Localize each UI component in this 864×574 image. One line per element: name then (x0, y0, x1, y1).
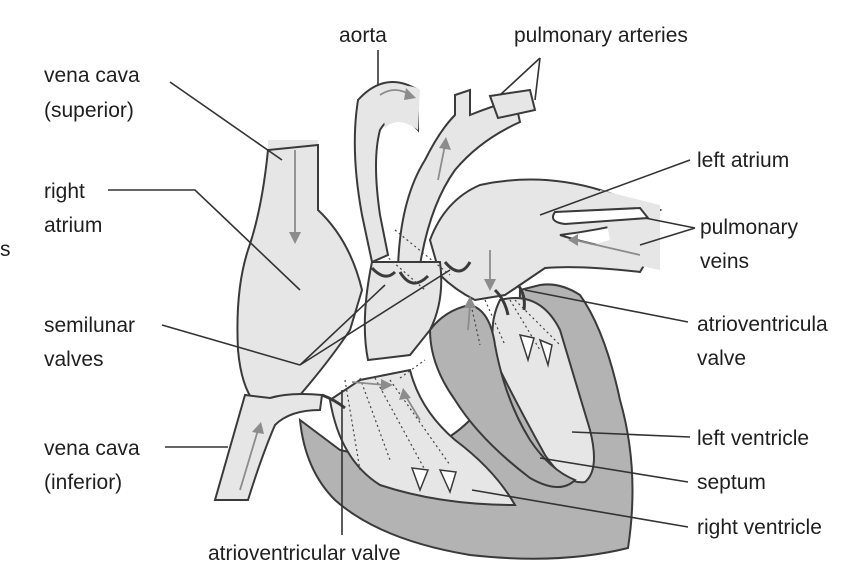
label-av-valve-left-line2: valve (697, 347, 746, 370)
leader-septum (539, 457, 689, 483)
leader-pulmonary-arteries-2 (534, 57, 541, 101)
leader-semilunar-1 (161, 324, 301, 366)
label-vena-cava-inferior-line1: vena cava (44, 437, 140, 460)
leader-pulmonary-veins-1 (644, 217, 696, 229)
label-av-valve-right: atrioventricular valve (208, 542, 401, 565)
leader-right-atrium (108, 189, 301, 291)
inferior-vena-cava (213, 393, 324, 501)
label-edge-fragment: s (0, 238, 11, 261)
left-av-valve-flap-2 (516, 284, 526, 311)
label-pulmonary-veins-line1: pulmonary (700, 216, 799, 239)
label-av-valve-left-line1: atrioventricula (697, 313, 828, 336)
label-aorta: aorta (339, 24, 387, 47)
leader-left-ventricle (571, 431, 691, 438)
labels: aorta pulmonary arteries vena cava (supe… (0, 24, 828, 565)
semilunar-valve-cusp-3 (443, 261, 472, 273)
pulmonary-artery-branches (488, 88, 537, 120)
leader-pulmonary-veins-2 (639, 227, 696, 246)
label-semilunar-line2: valves (44, 348, 104, 371)
leader-av-valve-left (524, 289, 689, 323)
semilunar-valve-cusp-2 (398, 271, 430, 285)
leader-semilunar-2 (299, 284, 386, 366)
chordae-tendineae (344, 229, 561, 471)
label-right-atrium-line1: right (44, 180, 85, 203)
pulmonary-vein-upper-wall (552, 206, 650, 226)
septum-wall (428, 303, 577, 488)
label-septum: septum (697, 471, 766, 494)
label-right-ventricle: right ventricle (697, 516, 822, 539)
right-av-valve-flap (321, 393, 346, 410)
leader-left-atrium (539, 159, 691, 216)
right-atrium-chamber (236, 143, 364, 412)
leader-vena-cava-superior (169, 81, 283, 161)
right-ventricle-lumen (328, 368, 517, 507)
label-vena-cava-superior-line2: (superior) (44, 99, 134, 122)
leader-pulmonary-arteries-1 (499, 57, 541, 96)
leader-lines (108, 50, 696, 535)
label-vena-cava-inferior-line2: (inferior) (44, 471, 122, 494)
heart-illustration (213, 81, 663, 560)
papillary-muscles (410, 333, 553, 495)
leader-right-ventricle (471, 489, 689, 528)
label-vena-cava-superior-line1: vena cava (44, 64, 140, 87)
leader-semilunar-3 (299, 269, 451, 366)
label-pulmonary-veins-line2: veins (700, 250, 749, 273)
label-right-atrium-line2: atrium (44, 214, 102, 237)
label-pulmonary-arteries: pulmonary arteries (514, 24, 688, 47)
left-av-valve-flap-1 (493, 288, 510, 316)
label-left-ventricle: left ventricle (697, 427, 809, 450)
blood-flow-arrows (239, 88, 641, 491)
label-semilunar-line1: semilunar (44, 314, 135, 337)
semilunar-valve-cusp-1 (370, 266, 397, 278)
aorta (353, 81, 419, 264)
label-left-atrium: left atrium (697, 149, 789, 172)
